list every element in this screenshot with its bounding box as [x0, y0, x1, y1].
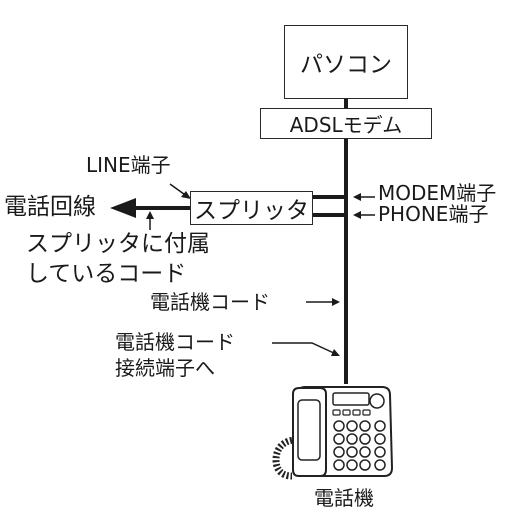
phone-cord-label: 電話機コード	[150, 290, 270, 314]
phone-line-arrowhead	[110, 198, 136, 218]
phone-cord-port-label-line1: 電話機コード	[115, 330, 235, 354]
modem-box: ADSLモデム	[260, 108, 432, 139]
modem-label: ADSLモデム	[289, 113, 403, 137]
splitter-label: スプリッタ	[194, 198, 309, 224]
phone-cord-port-label-line2: 接続端子へ	[115, 356, 215, 380]
phone-label: 電話機	[314, 486, 374, 510]
modem-port-label: MODEM端子	[378, 181, 497, 205]
phone-cord-port-pointer	[272, 342, 337, 355]
phone-line-label: 電話回線	[4, 194, 96, 220]
pc-box: パソコン	[284, 25, 408, 99]
splitter-box: スプリッタ	[190, 191, 313, 225]
line-port-label: LINE端子	[86, 153, 171, 177]
pc-label: パソコン	[300, 52, 392, 78]
phone-port-label: PHONE端子	[378, 202, 489, 226]
splitter-cord-label-line1: スプリッタに付属	[26, 231, 210, 257]
splitter-cord-label-line2: しているコード	[26, 261, 187, 287]
